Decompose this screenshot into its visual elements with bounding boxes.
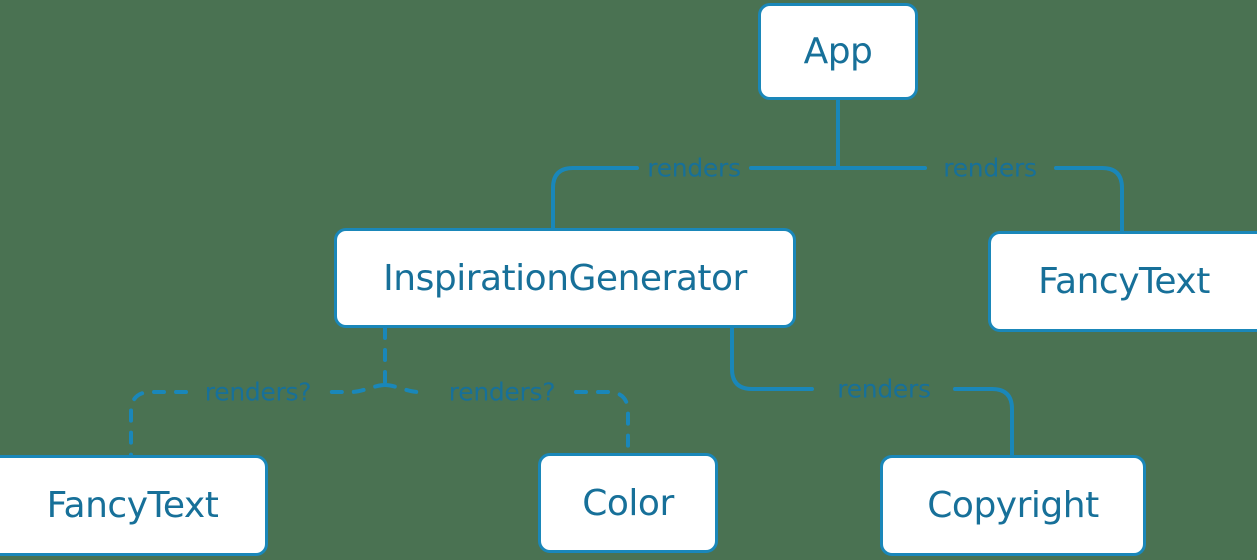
node-color-label: Color [582,482,674,524]
edge-inspiration-generator-to-fancytext-bottom [129,383,387,457]
node-app-label: App [803,31,873,72]
node-app[interactable]: App [758,3,918,100]
edge-label-inspiration-generator-to-copyright: renders [837,374,931,404]
edge-app-to-inspiration-generator [551,166,840,230]
edge-label-app-to-inspiration-generator: renders [647,153,741,183]
edge-label-app-to-fancytext-right: renders [943,153,1037,183]
node-fancytext-bottom-label: FancyText [46,485,219,526]
node-fancytext-bottom[interactable]: FancyText [0,455,268,556]
edge-app-to-fancytext-right [836,166,1124,233]
node-fancytext-right-label: FancyText [1038,261,1210,302]
node-copyright[interactable]: Copyright [880,455,1146,556]
edge-label-inspiration-generator-to-color: renders? [448,377,556,407]
node-inspiration-generator-label: InspirationGenerator [383,257,747,299]
node-copyright-label: Copyright [927,485,1099,526]
node-inspiration-generator[interactable]: InspirationGenerator [334,228,796,328]
node-color[interactable]: Color [538,453,718,553]
edge-inspiration-generator-to-color [383,383,630,455]
edge-label-inspiration-generator-to-fancytext-bottom: renders? [204,377,312,407]
node-fancytext-right[interactable]: FancyText [988,231,1257,332]
edge-inspiration-generator-to-copyright [730,326,1014,457]
